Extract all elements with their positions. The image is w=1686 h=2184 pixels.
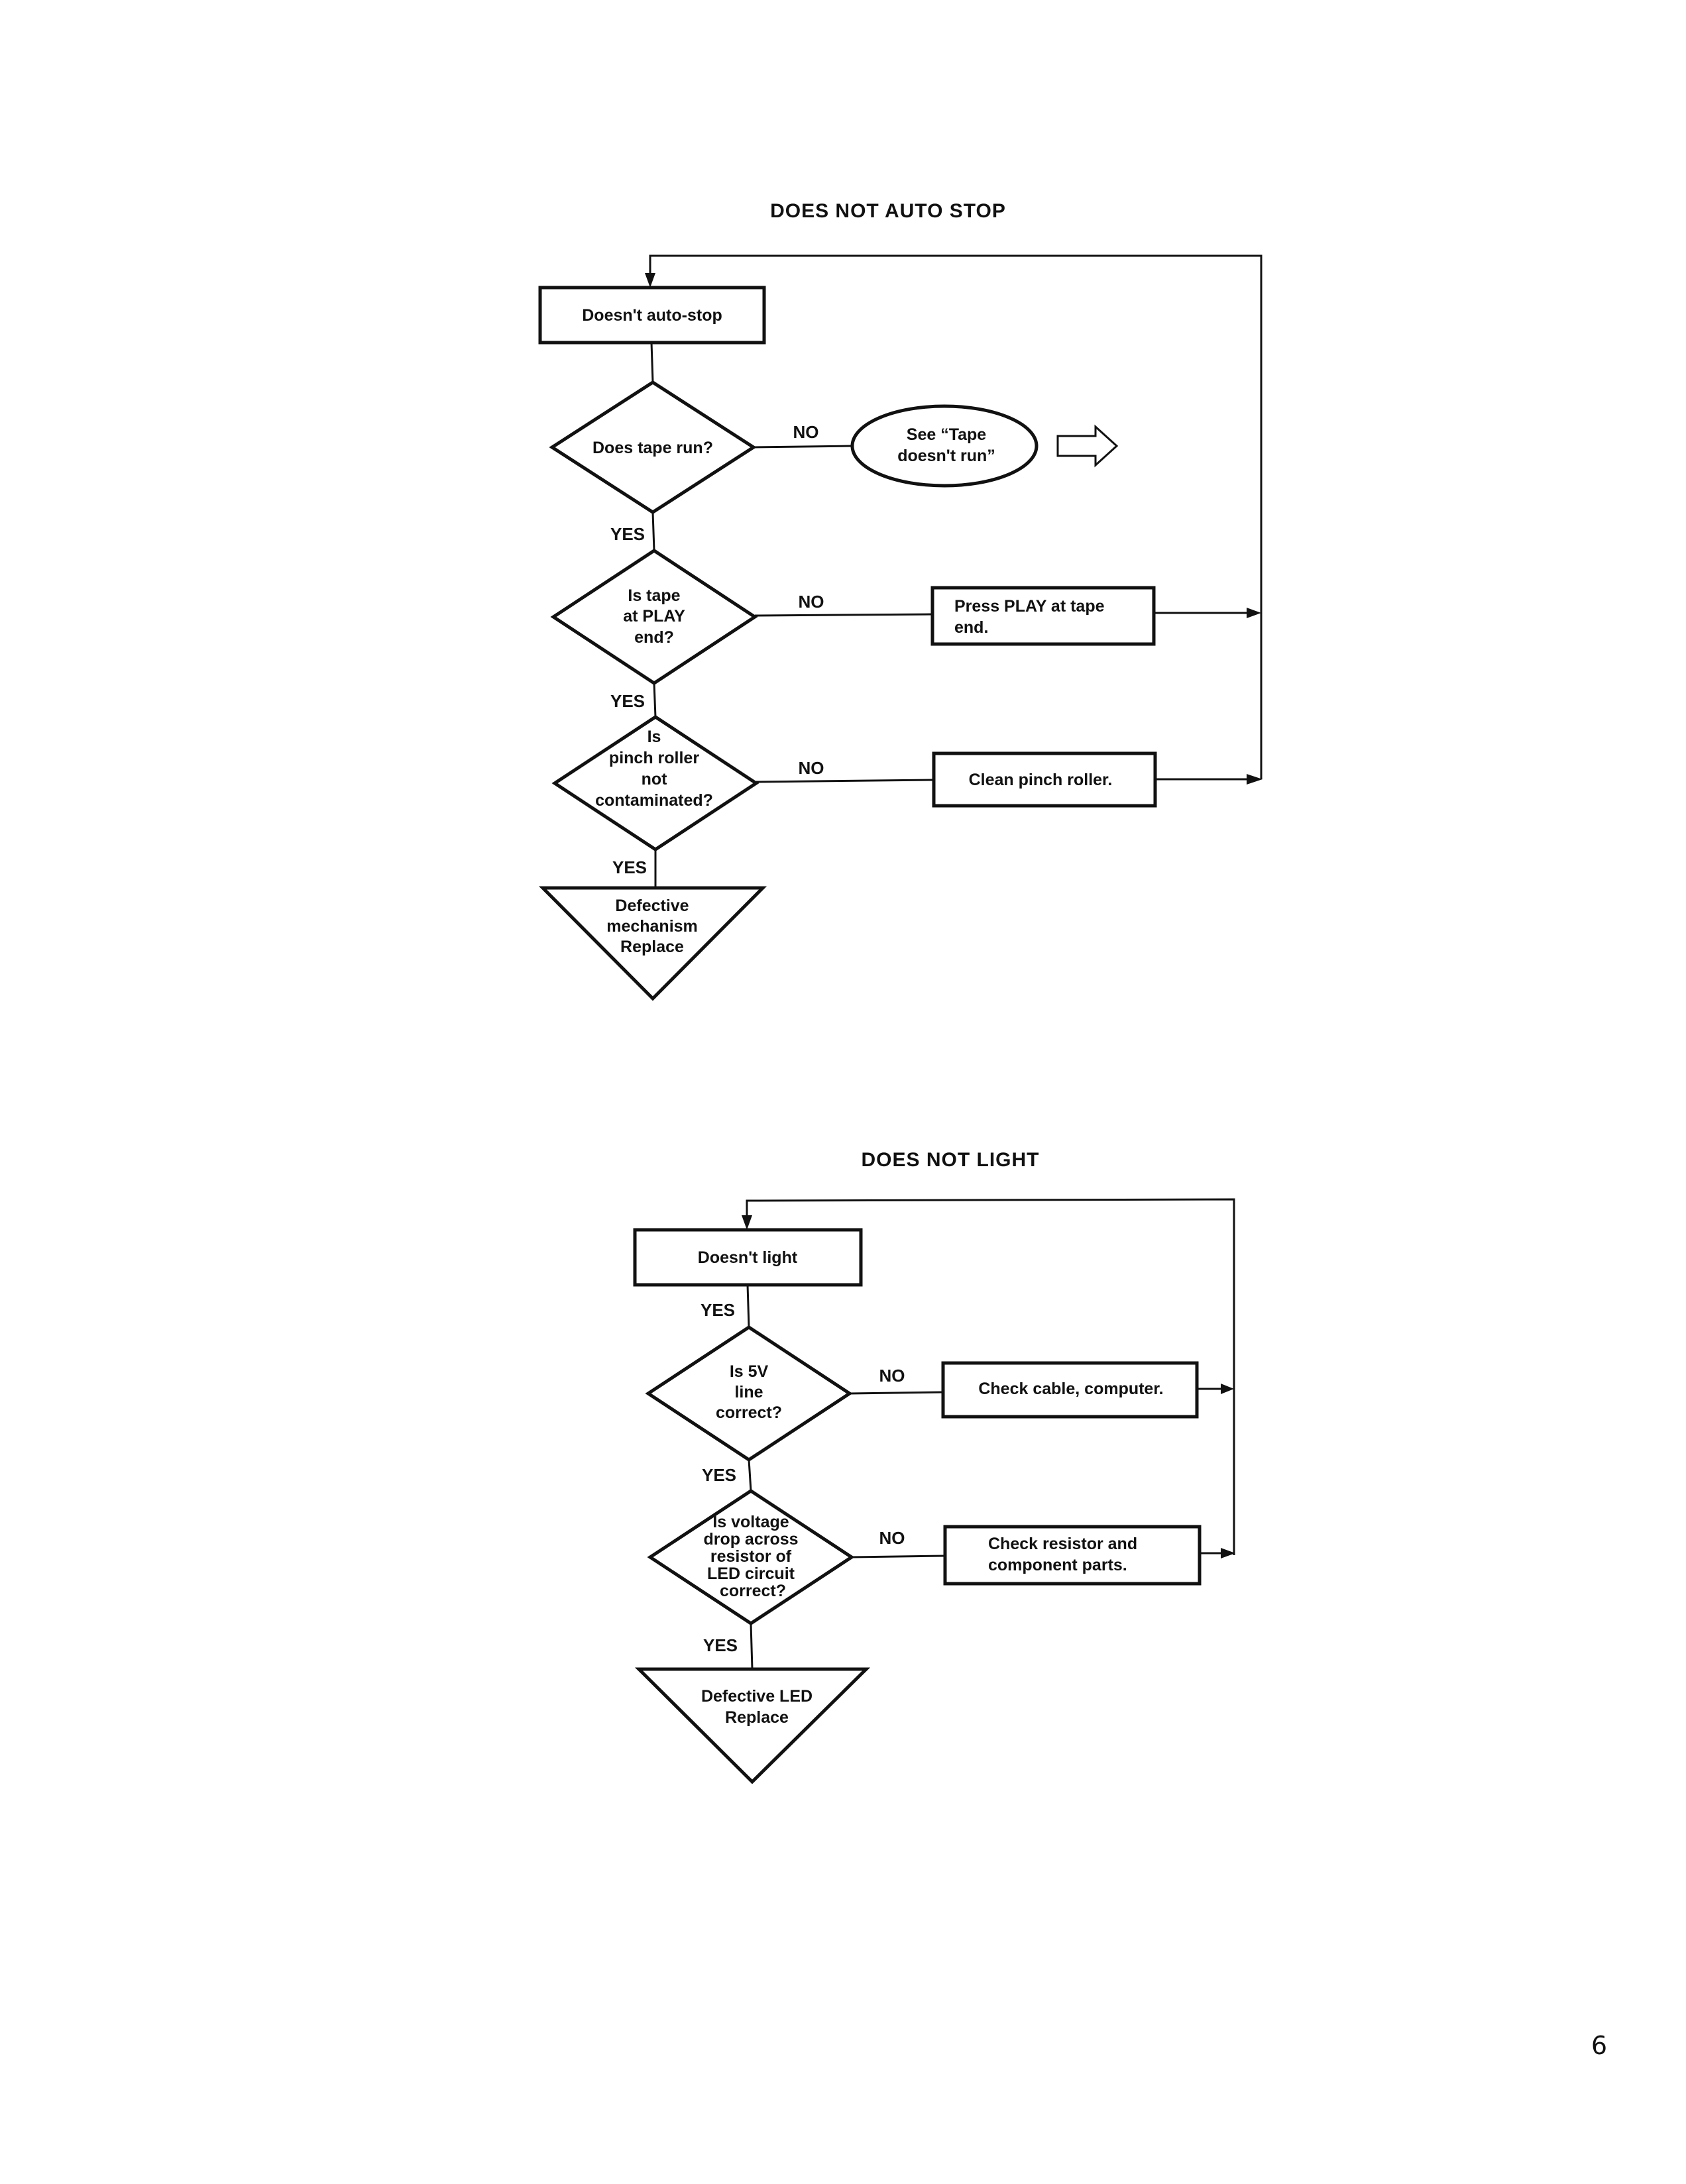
no-line [754,613,933,617]
decision-text-line1: Is voltage [712,1513,789,1531]
terminal-text-line1: Defective [615,897,689,915]
decision-text-line3: not [642,770,668,789]
loop-arrowhead [742,1215,752,1230]
yes-label: YES [610,524,645,544]
yes-label: YES [701,1300,735,1320]
terminal-triangle [634,1667,871,1784]
terminal-triangle [538,886,767,1001]
page-number: 6 [1591,2031,1607,2060]
yes-line [653,682,657,718]
return-arrowhead [1221,1384,1234,1394]
flowchart-does-not-light: DOES NOT LIGHT Doesn't light YES Is 5V l… [633,1149,1235,1784]
connector-ellipse [850,404,1039,488]
no-line [849,1391,944,1395]
yes-line [746,1284,750,1328]
yes-label: YES [702,1465,736,1485]
process-text-line1: Check resistor and [988,1535,1137,1553]
yes-label: YES [612,857,647,877]
no-label: NO [799,592,824,612]
decision-text-line4: LED circuit [707,1564,795,1583]
no-label: NO [793,422,819,442]
terminal-text-line1: Defective LED [701,1687,813,1706]
decision-text-line2: pinch roller [609,749,699,767]
loop-back-line [746,1198,1235,1555]
no-line [851,1555,946,1558]
connector-text-line2: doesn't run” [897,447,995,465]
process-box [930,586,1156,646]
process-text: Clean pinch roller. [969,771,1113,789]
yes-line [651,512,655,551]
no-line [753,445,853,449]
decision-text-line4: contaminated? [595,791,713,810]
process-text: Check cable, computer. [978,1380,1163,1398]
process-box [943,1525,1202,1586]
no-label: NO [879,1528,905,1548]
process-text-line2: end. [954,618,988,637]
decision-text: Does tape run? [592,439,713,457]
start-box [633,1228,863,1287]
return-arrowhead [1247,608,1261,618]
decision-text-line3: end? [634,628,674,647]
no-label: NO [879,1366,905,1386]
decision-text-line3: correct? [716,1403,782,1422]
process-text-line1: Press PLAY at tape [954,597,1105,616]
loop-arrowhead [645,273,655,288]
yes-label: YES [703,1635,738,1655]
decision-text-line3: resistor of [710,1547,792,1566]
connector-text-line1: See “Tape [907,425,987,444]
start-box-text: Doesn't auto-stop [582,306,722,325]
no-label: NO [799,758,824,778]
return-arrowhead [1221,1548,1235,1558]
decision-text-line2: drop across [703,1530,798,1549]
process-box [941,1361,1199,1419]
flowchart-title: DOES NOT LIGHT [862,1149,1040,1171]
decision-text-line2: at PLAY [623,607,685,626]
decision-text-line5: correct? [720,1582,786,1600]
yes-line [750,1623,754,1670]
decision-text-line1: Is [647,728,661,746]
yes-line [748,1459,752,1492]
connector-line [650,342,654,383]
terminal-text-line2: Replace [725,1708,789,1727]
decision-text-line1: Is tape [628,586,680,605]
no-line [756,779,934,783]
continue-arrow-icon [1056,424,1119,468]
flowchart-title: DOES NOT AUTO STOP [770,200,1006,222]
flowchart-does-not-auto-stop: DOES NOT AUTO STOP Doesn't auto-stop Doe… [538,200,1263,1001]
decision-text-line2: line [734,1383,763,1401]
decision-text-line1: Is 5V [730,1362,769,1381]
return-arrowhead [1247,774,1263,785]
yes-label: YES [610,691,645,711]
start-box-text: Doesn't light [698,1248,798,1267]
terminal-text-line2: mechanism [606,917,698,936]
loop-back-line [649,254,1263,779]
terminal-text-line3: Replace [620,938,684,956]
process-text-line2: component parts. [988,1556,1127,1574]
process-box [932,751,1157,808]
